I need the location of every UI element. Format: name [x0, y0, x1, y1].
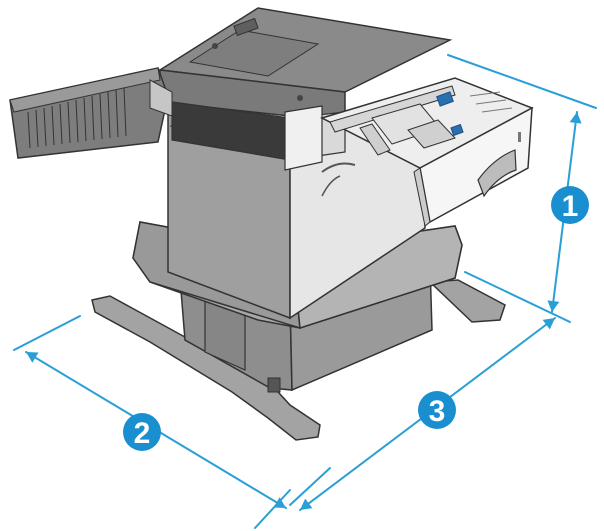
callout-3: 3 [418, 391, 456, 429]
arrow-width-right [273, 497, 286, 508]
arrow-height-bottom [547, 300, 560, 312]
callout-1-label: 1 [562, 190, 579, 223]
arrow-depth-front [300, 498, 313, 510]
callout-3-label: 3 [429, 395, 446, 428]
callout-2: 2 [123, 413, 161, 451]
callout-2-circle [123, 413, 161, 451]
callout-1: 1 [551, 186, 589, 224]
printer-paper-feeder-icon [157, 7, 453, 320]
extension-line-front [254, 489, 291, 529]
paper-tray-icon [319, 77, 534, 227]
arrow-height-top [569, 112, 582, 124]
extension-line-front-2 [289, 467, 331, 506]
side-door-icon [9, 67, 173, 159]
callout-1-circle [551, 186, 589, 224]
extension-line-top [447, 54, 597, 109]
extension-line-bottom [464, 271, 571, 323]
extension-line-left [13, 315, 81, 351]
callout-2-label: 2 [134, 417, 151, 450]
arrow-depth-back [542, 318, 555, 330]
callout-3-circle [418, 391, 456, 429]
arrow-width-left [26, 352, 39, 363]
